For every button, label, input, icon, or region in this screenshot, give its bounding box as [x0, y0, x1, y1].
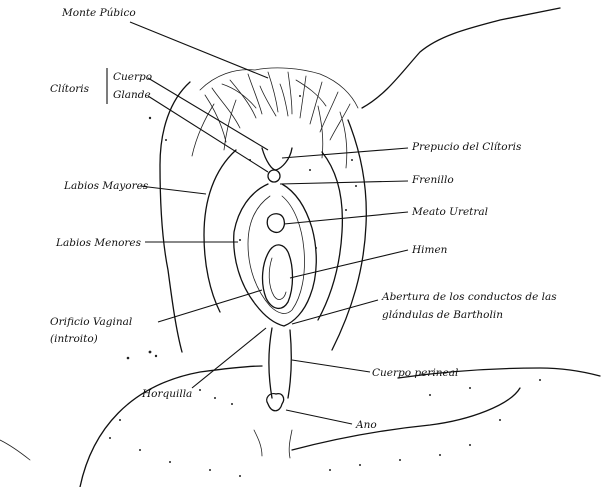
leader-meato	[284, 212, 408, 224]
leader-monte-pubico	[130, 22, 268, 78]
glans-clitoris	[268, 170, 280, 182]
label-clitoris: Clítoris	[50, 83, 90, 95]
label-meato-uretral: Meato Uretral	[411, 206, 488, 218]
leader-abertura	[292, 300, 378, 324]
prepuce-outline	[262, 148, 292, 170]
leader-horquilla	[192, 328, 266, 388]
leader-prepucio	[282, 148, 408, 158]
labia-minora-outer	[234, 184, 317, 326]
anus-outline	[267, 394, 284, 411]
label-cuerpo: Cuerpo	[113, 71, 152, 83]
label-abertura-line2: glándulas de Bartholin	[382, 309, 503, 321]
label-ano: Ano	[355, 419, 377, 431]
right-thigh-contour	[332, 120, 366, 350]
leader-glande	[148, 96, 268, 172]
label-horquilla: Horquilla	[141, 388, 192, 400]
label-glande: Glande	[113, 89, 151, 101]
leader-ano	[286, 410, 352, 424]
labia-majora-left	[204, 150, 236, 312]
perineal-body	[269, 328, 291, 398]
left-thigh-contour	[160, 82, 190, 352]
right-hip-contour	[362, 8, 560, 108]
label-frenillo: Frenillo	[411, 174, 454, 186]
label-prepucio: Prepucio del Clítoris	[411, 141, 522, 153]
lower-perineum-left	[254, 430, 262, 456]
leader-himen	[290, 250, 408, 278]
label-orificio-line1: Orificio Vaginal	[50, 316, 132, 328]
leader-cuerpo-perineal	[292, 360, 370, 372]
left-lower-curve	[0, 440, 30, 460]
urethral-meatus	[267, 214, 284, 233]
buttock-curve	[80, 366, 262, 487]
label-orificio-line2: (introito)	[50, 333, 98, 345]
label-abertura-line1: Abertura de los conductos de las	[381, 291, 557, 303]
pubic-hair	[192, 68, 358, 168]
lower-perineum-right	[289, 430, 292, 458]
labia-majora-right	[318, 152, 342, 320]
leader-frenillo	[280, 181, 408, 184]
labels: Monte Púbico Clítoris Cuerpo Glande Prep…	[50, 7, 557, 431]
label-labios-mayores: Labios Mayores	[63, 180, 149, 192]
label-cuerpo-perineal: Cuerpo perineal	[372, 367, 458, 379]
hymen-fold	[269, 258, 286, 299]
leader-labios-mayores	[140, 186, 206, 194]
label-monte-pubico: Monte Púbico	[61, 7, 136, 19]
label-himen: Himen	[411, 244, 448, 256]
label-labios-menores: Labios Menores	[55, 237, 142, 249]
